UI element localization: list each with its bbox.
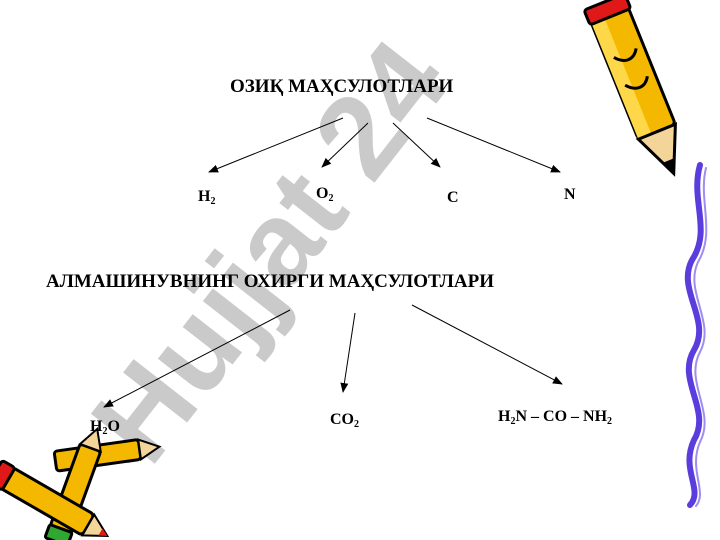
- arrow-to-co2: [340, 312, 356, 393]
- product-n: N: [564, 186, 576, 203]
- product-o2: O2: [316, 185, 334, 204]
- arrow-to-urea: [411, 304, 563, 385]
- product-h2: H2: [198, 188, 216, 207]
- arrow-to-h2: [208, 117, 344, 173]
- product-c: C: [447, 189, 459, 206]
- product-h2o: H2O: [90, 418, 120, 437]
- arrow-to-h2o: [103, 309, 291, 408]
- arrow-to-n: [426, 117, 561, 173]
- nutrient-products-title: ОЗИҚ МАҲСУЛОТЛАРИ: [230, 76, 454, 97]
- arrow-to-o2: [321, 122, 369, 168]
- metabolic-end-products-title: АЛМАШИНУВНИНГ ОХИРГИ МАҲСУЛОТЛАРИ: [46, 271, 494, 292]
- product-urea: H2N – CO – NH2: [498, 408, 613, 427]
- arrow-to-c: [392, 122, 441, 168]
- product-co2: CO2: [330, 411, 359, 430]
